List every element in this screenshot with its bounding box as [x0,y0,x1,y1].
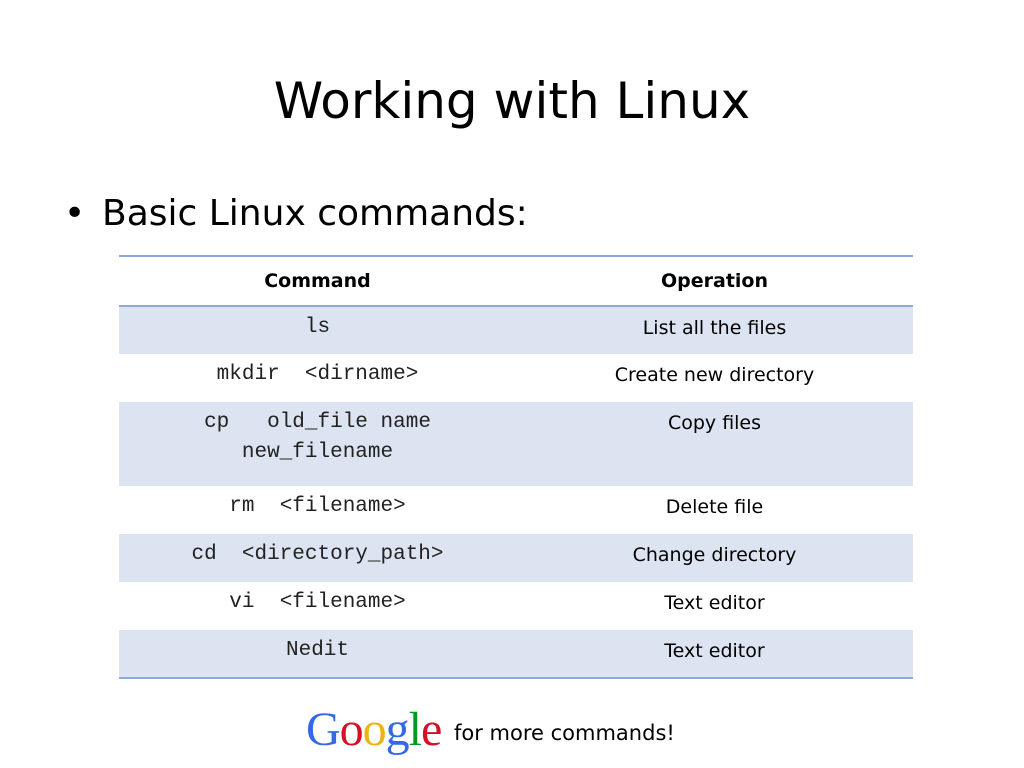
operation-cell: Delete file [665,496,764,518]
logo-letter: o [339,703,364,756]
bullet-text: Basic Linux commands: [102,193,528,234]
table-row: cp old_file name new_filename Copy files [119,402,913,486]
bullet-dot: • [64,193,86,234]
table-row: ls List all the files [119,306,913,354]
slide-title: Working with Linux [273,72,751,130]
google-logo: Google [306,700,442,760]
commands-table: Command Operation ls List all the files … [119,255,913,679]
command-cell: vi <filename> [229,591,406,614]
logo-letter: o [362,703,387,756]
table-row: rm <filename> Delete file [119,486,913,534]
operation-cell: Text editor [664,592,765,614]
logo-letter: G [306,703,341,756]
command-cell: rm <filename> [229,495,406,518]
command-cell: Nedit [119,630,516,679]
operation-cell: List all the files [516,306,913,354]
table-row: Nedit Text editor [119,630,913,679]
bullet-point: • Basic Linux commands: [64,188,528,240]
footer-text: for more commands! [454,721,675,745]
header-operation: Operation [516,255,913,307]
operation-cell: Create new directory [614,364,815,386]
command-cell: ls [119,306,516,354]
logo-letter: l [408,703,422,756]
command-cell: cd <directory_path> [119,534,516,582]
logo-letter: g [385,703,410,756]
operation-cell: Text editor [516,630,913,679]
operation-cell: Change directory [516,534,913,582]
table-header-row: Command Operation [119,255,913,307]
table-row: mkdir <dirname> Create new directory [119,354,913,402]
logo-letter: e [421,703,442,756]
operation-cell: Copy files [516,402,913,486]
table-row: cd <directory_path> Change directory [119,534,913,582]
table-row: vi <filename> Text editor [119,582,913,630]
command-cell: mkdir <dirname> [216,363,419,386]
header-command: Command [119,255,516,307]
command-cell: cp old_file name new_filename [119,402,516,486]
